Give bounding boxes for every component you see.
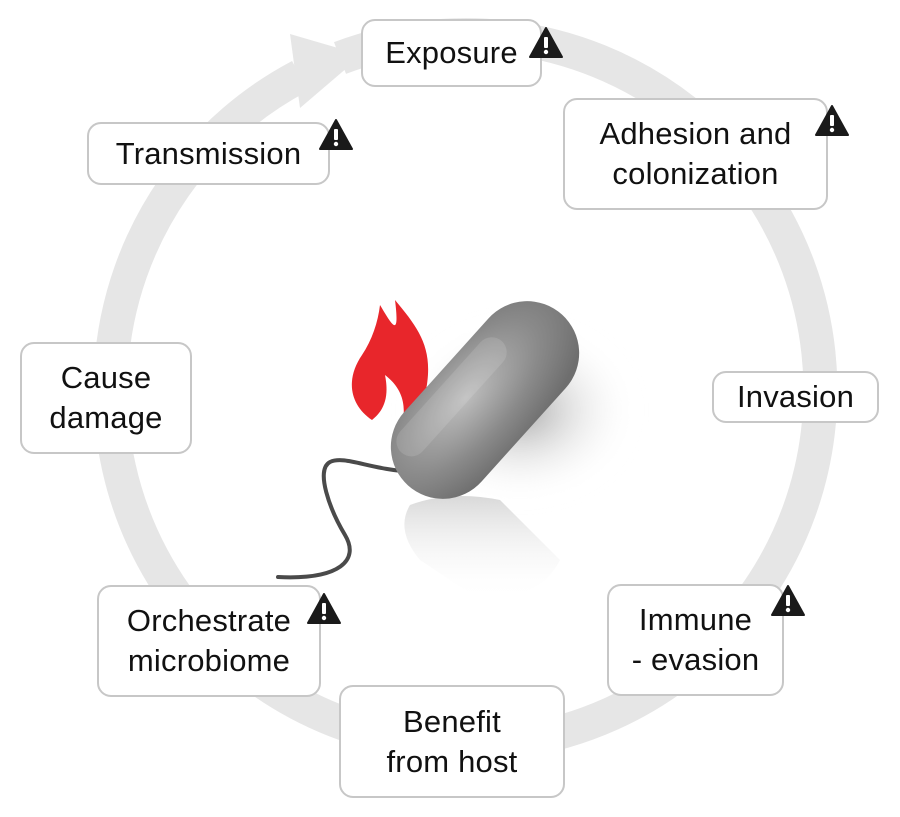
stage-cause-damage: Cause damage: [20, 342, 192, 454]
stage-transmission: Transmission: [87, 122, 330, 185]
stage-exposure: Exposure: [361, 19, 542, 87]
warning-triangle-icon: [815, 105, 849, 136]
stage-invasion-label: Invasion: [736, 379, 855, 414]
warning-triangle-icon: [529, 27, 563, 58]
stage-benefit-label: Benefit from host: [386, 703, 518, 779]
flame-icon: [351, 300, 429, 425]
bacterium-icon: [390, 301, 580, 499]
warning-triangle-icon: [771, 585, 805, 616]
stage-orchestrate-label: Orchestrate microbiome: [126, 603, 292, 678]
stage-immune-label: Immune - evasion: [631, 602, 760, 677]
stage-immune-evasion: Immune - evasion: [607, 584, 784, 696]
stage-adhesion-colonization: Adhesion and colonization: [563, 98, 828, 210]
stage-transmission-label: Transmission: [115, 135, 302, 171]
stage-adhesion-label: Adhesion and colonization: [599, 116, 792, 191]
stage-invasion: Invasion: [712, 371, 879, 423]
flagellum: [276, 458, 417, 580]
warning-triangle-icon: [307, 593, 341, 624]
stage-exposure-label: Exposure: [385, 35, 518, 70]
stage-damage-label: Cause damage: [49, 360, 163, 435]
warning-triangle-icon: [319, 119, 353, 150]
bacterium-reflection: [404, 496, 560, 600]
stage-benefit-from-host: Benefit from host: [339, 685, 565, 798]
stage-orchestrate-microbiome: Orchestrate microbiome: [97, 585, 321, 697]
